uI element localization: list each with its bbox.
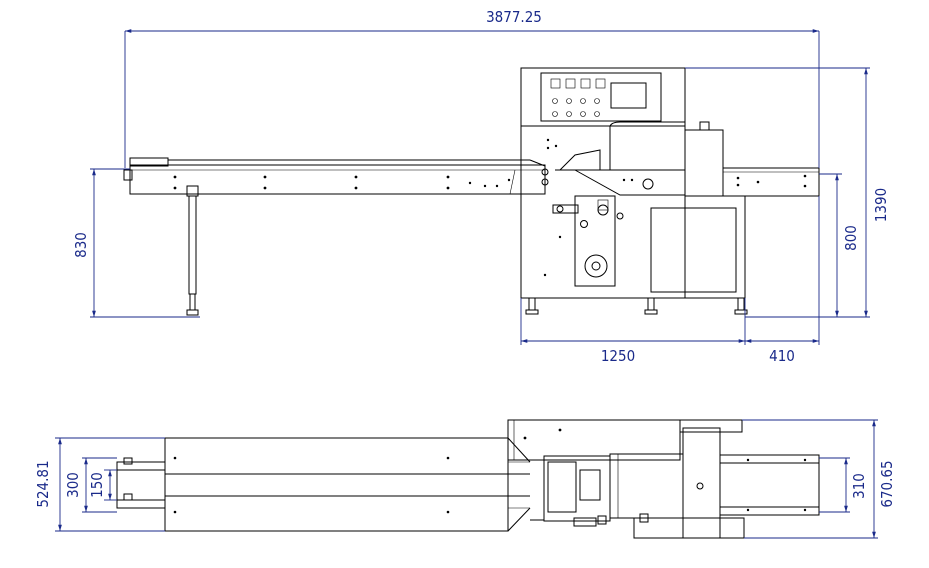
top-view: 524.81 300 150 310 670.65 <box>34 419 896 539</box>
main-machine-top <box>507 419 745 539</box>
infeed-height-label: 830 <box>72 232 90 258</box>
outfeed-section <box>650 121 820 315</box>
side-view: 3877.25 830 800 1390 1250 410 <box>72 8 890 365</box>
dimension-conveyor-width: 300 <box>64 457 117 513</box>
dimension-channel-width: 150 <box>88 469 117 501</box>
overall-length-label: 3877.25 <box>486 8 542 26</box>
dimension-outfeed-width: 310 <box>819 457 868 513</box>
body-length-label: 1250 <box>601 347 635 365</box>
machine-width-label: 670.65 <box>878 460 896 507</box>
dimension-overall-width: 524.81 <box>34 437 165 532</box>
dimension-body-length: 1250 <box>520 196 820 365</box>
dimension-outfeed-height: 800 <box>745 173 870 318</box>
infeed-conveyor <box>123 157 549 195</box>
dimension-machine-height: 1390 <box>685 67 890 317</box>
outfeed-conveyor-top <box>719 454 820 516</box>
outfeed-length-label: 410 <box>769 347 795 365</box>
conveyor-width-label: 300 <box>64 472 82 498</box>
main-cabinet <box>520 67 686 315</box>
dimension-overall-length: 3877.25 <box>124 8 820 168</box>
dimension-infeed-height: 830 <box>72 168 200 318</box>
machine-height-label: 1390 <box>872 188 890 222</box>
outfeed-height-label: 800 <box>842 225 860 251</box>
infeed-leg <box>186 185 199 316</box>
dimension-machine-width: 670.65 <box>742 419 896 539</box>
infeed-conveyor-top <box>116 437 531 532</box>
channel-width-label: 150 <box>88 472 106 498</box>
overall-width-label: 524.81 <box>34 460 52 507</box>
dimension-outfeed-length: 410 <box>745 339 819 365</box>
outfeed-width-label: 310 <box>850 473 868 499</box>
